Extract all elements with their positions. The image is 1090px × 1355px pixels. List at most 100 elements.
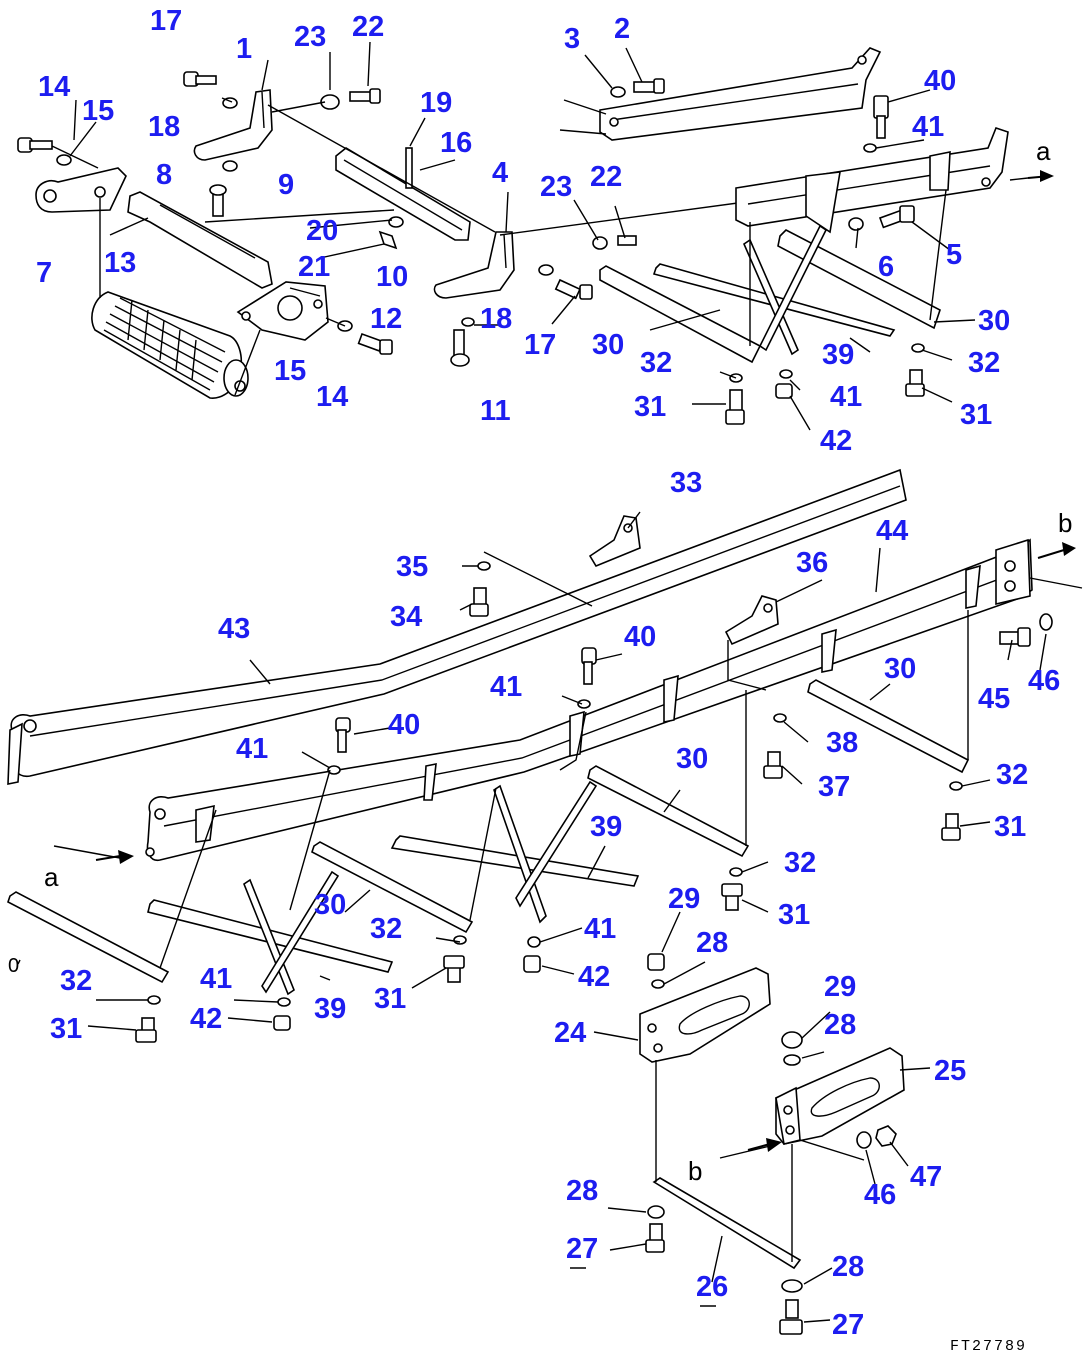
callout-26: 26 xyxy=(696,1271,728,1303)
callout-7: 7 xyxy=(36,257,52,289)
callout-24: 24 xyxy=(554,1017,586,1049)
callout-31: 31 xyxy=(374,983,406,1015)
callout-32: 32 xyxy=(640,347,672,379)
callout-32: 32 xyxy=(996,759,1028,791)
callout-18: 18 xyxy=(148,111,180,143)
callout-41: 41 xyxy=(830,381,862,413)
callout-28: 28 xyxy=(696,927,728,959)
callout-30: 30 xyxy=(676,743,708,775)
callout-37: 37 xyxy=(818,771,850,803)
callout-46: 46 xyxy=(864,1179,896,1211)
callout-16: 16 xyxy=(440,127,472,159)
callout-28: 28 xyxy=(832,1251,864,1283)
upper-cross-members xyxy=(599,189,947,425)
callout-22: 22 xyxy=(352,11,384,43)
callout-43: 43 xyxy=(218,613,250,645)
callout-14: 14 xyxy=(316,381,348,413)
bolt-group-roller xyxy=(325,317,393,355)
callout-41: 41 xyxy=(200,963,232,995)
callout-40: 40 xyxy=(924,65,956,97)
bolt-group-left xyxy=(17,137,99,169)
top-leader-lines xyxy=(204,104,761,236)
callout-3: 3 xyxy=(564,23,580,55)
callout-numbers: 17 1 23 22 14 15 18 19 16 8 9 7 13 20 21… xyxy=(36,5,1060,1341)
callout-38: 38 xyxy=(826,727,858,759)
callout-32: 32 xyxy=(60,965,92,997)
roller-part xyxy=(91,291,249,399)
callout-46: 46 xyxy=(1028,665,1060,697)
callout-42: 42 xyxy=(190,1003,222,1035)
callout-5: 5 xyxy=(946,239,962,271)
callout-17: 17 xyxy=(524,329,556,361)
callout-40: 40 xyxy=(624,621,656,653)
roller-assembly xyxy=(17,137,393,399)
plate-25-part xyxy=(719,1031,905,1161)
callout-30: 30 xyxy=(592,329,624,361)
drawing-code: FT27789 xyxy=(950,1338,1027,1355)
upper-frame-rear xyxy=(559,47,882,141)
callout-15: 15 xyxy=(274,355,306,387)
lower-cross-members xyxy=(7,679,970,996)
callout-28: 28 xyxy=(566,1175,598,1207)
callout-30: 30 xyxy=(978,305,1010,337)
connection-label-a: a xyxy=(44,862,59,892)
callout-8: 8 xyxy=(156,159,172,191)
callout-33: 33 xyxy=(670,467,702,499)
callout-2: 2 xyxy=(614,13,630,45)
callout-6: 6 xyxy=(878,251,894,283)
long-frame-43 xyxy=(7,468,907,785)
callout-41: 41 xyxy=(912,111,944,143)
connection-labels: a a b b 0 FT27789 xyxy=(8,136,1072,1355)
callout-17: 17 xyxy=(150,5,182,37)
callout-31: 31 xyxy=(50,1013,82,1045)
callout-45: 45 xyxy=(978,683,1010,715)
upper-bracket-left xyxy=(183,71,381,161)
callout-31: 31 xyxy=(994,811,1026,843)
callout-19: 19 xyxy=(420,87,452,119)
callout-25: 25 xyxy=(934,1055,966,1087)
callout-34: 34 xyxy=(390,601,422,633)
callout-29: 29 xyxy=(824,971,856,1003)
upper-frame-front xyxy=(735,95,1054,234)
callout-31: 31 xyxy=(634,391,666,423)
stray-label-zero: 0 xyxy=(8,955,19,977)
callout-47: 47 xyxy=(910,1161,942,1193)
callout-27: 27 xyxy=(566,1233,598,1265)
pins-8-9 xyxy=(209,160,238,217)
callout-42: 42 xyxy=(578,961,610,993)
connection-label-a: a xyxy=(1036,136,1051,166)
callout-23: 23 xyxy=(540,171,572,203)
callout-15: 15 xyxy=(82,95,114,127)
callout-13: 13 xyxy=(104,247,136,279)
callout-14: 14 xyxy=(38,71,70,103)
upper-bracket-center xyxy=(433,231,637,367)
bracket-arm-part xyxy=(127,191,273,289)
callout-32: 32 xyxy=(784,847,816,879)
callout-4: 4 xyxy=(492,157,508,189)
callout-39: 39 xyxy=(822,339,854,371)
callout-1: 1 xyxy=(236,33,252,65)
plate-part xyxy=(35,167,127,298)
callout-27: 27 xyxy=(832,1309,864,1341)
callout-29: 29 xyxy=(668,883,700,915)
frame-brackets-33-36 xyxy=(483,515,779,691)
callout-9: 9 xyxy=(278,169,294,201)
callout-44: 44 xyxy=(876,515,908,547)
callout-23: 23 xyxy=(294,21,326,53)
connection-label-b: b xyxy=(688,1156,702,1186)
callout-41: 41 xyxy=(490,671,522,703)
rod-26-part xyxy=(645,1060,803,1335)
callout-30: 30 xyxy=(314,889,346,921)
frame-fasteners-middle xyxy=(327,542,1083,779)
plate-24-part xyxy=(639,953,771,1063)
callout-30: 30 xyxy=(884,653,916,685)
callout-35: 35 xyxy=(396,551,428,583)
callout-20: 20 xyxy=(306,215,338,247)
callout-41: 41 xyxy=(584,913,616,945)
callout-21: 21 xyxy=(298,251,330,283)
callout-41: 41 xyxy=(236,733,268,765)
callout-31: 31 xyxy=(960,399,992,431)
connection-label-b: b xyxy=(1058,508,1072,538)
callout-31: 31 xyxy=(778,899,810,931)
callout-leaders xyxy=(17,41,1047,1323)
